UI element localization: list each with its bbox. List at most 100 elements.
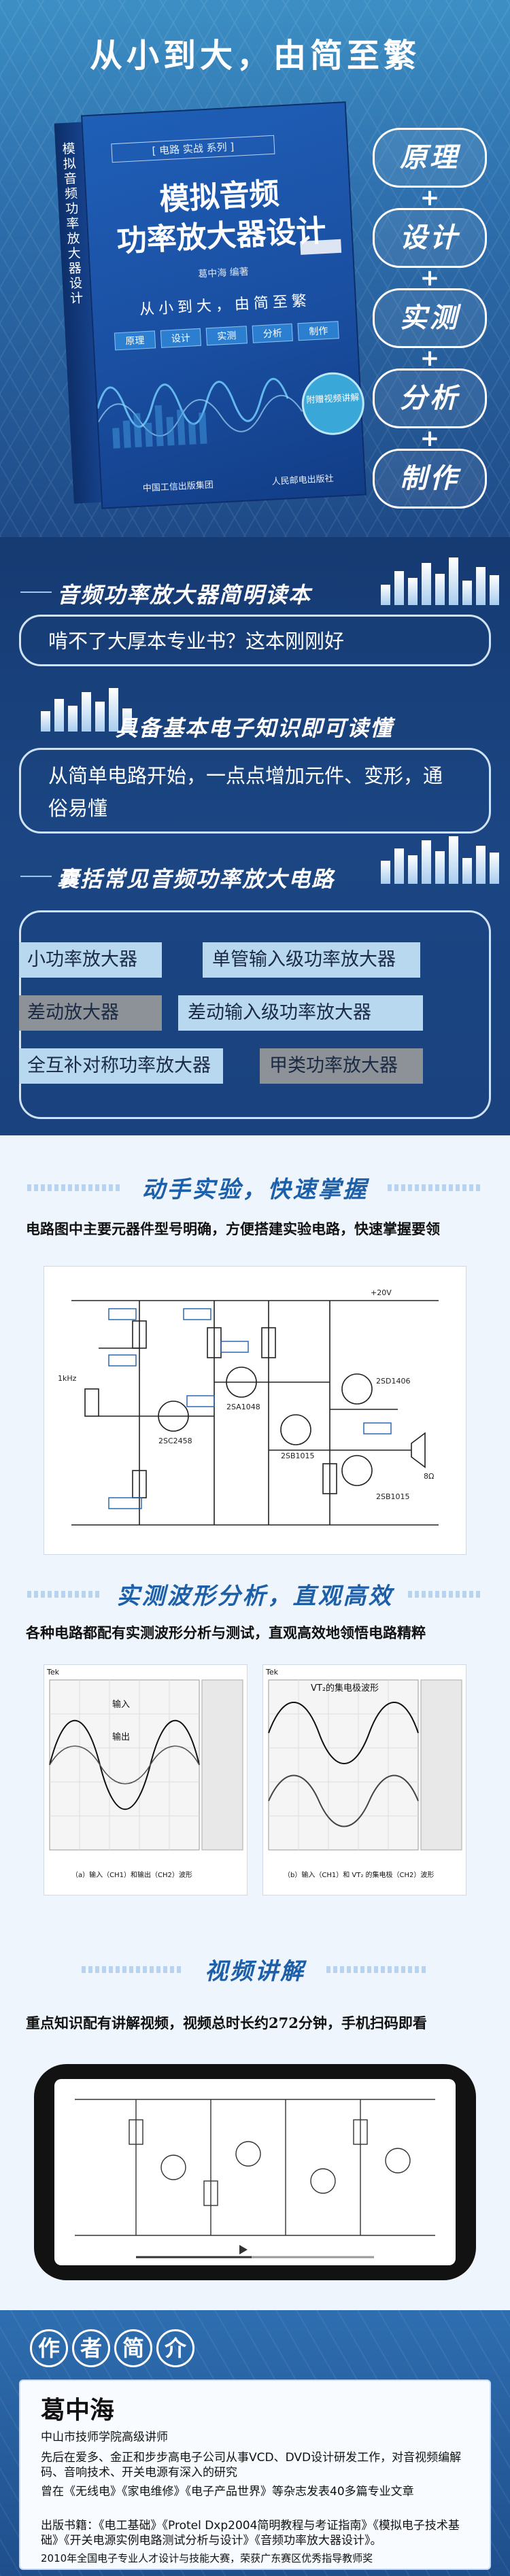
book-cover-image: 模拟音频功率放大器设计 [ 电路 实战 系列 ] 模拟音频 功率放大器设计 葛中… <box>54 101 367 511</box>
svg-text:+20V: +20V <box>371 1288 392 1297</box>
divider <box>408 1591 483 1598</box>
circuit-type: 甲类功率放大器 <box>260 1048 423 1084</box>
publisher-name: 人民邮电出版社 <box>271 473 334 487</box>
section-heading: 动手实验，快速掌握 <box>141 1176 369 1203</box>
title-char: 介 <box>156 2329 194 2367</box>
book-chip: 分析 <box>252 323 294 343</box>
feature1-text: 啃不了大厚本专业书？这本刚刚好 <box>48 630 345 653</box>
svg-text:（b）输入（CH1）和 VT₂ 的集电极（CH2）波形: （b）输入（CH1）和 VT₂ 的集电极（CH2）波形 <box>284 1870 434 1879</box>
book-chip: 设计 <box>160 328 202 348</box>
waveform-a: Tek （a）输入（CH1）和输出（CH2）波形 输入 输出 <box>46 1668 243 1879</box>
book-chip: 制作 <box>297 321 339 341</box>
circuit-row: 小功率放大器 单管输入级功率放大器 <box>19 942 420 978</box>
circuit-type: 差动放大器 <box>19 995 162 1031</box>
hero-section: 从小到大，由简至繁 模拟音频功率放大器设计 [ 电路 实战 系列 ] 模拟音频 … <box>0 0 510 537</box>
svg-text:8Ω: 8Ω <box>424 1472 434 1481</box>
svg-text:2SA1048: 2SA1048 <box>226 1403 260 1411</box>
book-front: [ 电路 实战 系列 ] 模拟音频 功率放大器设计 葛中海 编著 从小到大，由简… <box>81 101 367 509</box>
title-char: 作 <box>30 2329 68 2367</box>
feature3-heading: 囊括常见音频功率放大电路 <box>57 866 335 892</box>
plus-icon: + <box>420 184 440 211</box>
circuit-diagram-image: +20V 2SC2458 2SA1048 2SB1015 2SD1406 2SB… <box>44 1266 466 1555</box>
svg-text:Tek: Tek <box>46 1668 60 1677</box>
circuit-type: 全互补对称功率放大器 <box>19 1048 223 1084</box>
svg-text:VT₂的集电极波形: VT₂的集电极波形 <box>311 1683 379 1694</box>
divider <box>20 876 52 877</box>
divider <box>326 1966 428 1973</box>
divider <box>82 1966 184 1973</box>
author-books: 出版书籍：《电工基础》《Protel Dxp2004简明教程与考证指南》《模拟电… <box>41 2519 460 2547</box>
step-analyze: 分析 <box>373 368 487 428</box>
svg-text:2SC2458: 2SC2458 <box>158 1437 192 1445</box>
divider <box>388 1184 483 1191</box>
step-principle: 原理 <box>373 128 487 188</box>
circuit-row: 差动放大器 差动输入级功率放大器 <box>19 995 423 1031</box>
section-heading: 视频讲解 <box>205 1958 305 1985</box>
divider <box>27 1184 122 1191</box>
hero-title: 从小到大，由简至繁 <box>89 37 420 75</box>
book-chips: 原理 设计 实测 分析 制作 <box>114 321 339 351</box>
divider <box>27 1591 102 1598</box>
circuit-list-box: 小功率放大器 单管输入级功率放大器 差动放大器 差动输入级功率放大器 全互补对称… <box>19 910 491 1119</box>
waveform-b: Tek （b）输入（CH1）和 VT₂ 的集电极（CH2）波形 VT₂的集电极波… <box>265 1668 462 1879</box>
circuit-schematic: +20V 2SC2458 2SA1048 2SB1015 2SD1406 2SB… <box>58 1288 439 1526</box>
svg-text:2SD1406: 2SD1406 <box>376 1377 410 1386</box>
circuit-type: 单管输入级功率放大器 <box>203 942 420 978</box>
book-slogan: 从小到大，由简至繁 <box>139 292 311 319</box>
author-name: 葛中海 <box>41 2396 115 2424</box>
author-section: 作 者 简 介 葛中海 中山市技师学院高级讲师 先后在爱多、金正和步步高电子公司… <box>0 2310 510 2576</box>
book-author: 葛中海 编著 <box>197 266 250 280</box>
circuit-type: 差动输入级功率放大器 <box>178 995 423 1031</box>
publisher-group: 中国工信出版集团 <box>142 480 214 494</box>
book-chip: 实测 <box>205 326 248 346</box>
author-bio: 曾在《无线电》《家电维修》《电子产品世界》等杂志发表40多篇专业文章 <box>41 2485 414 2498</box>
author-card: 葛中海 中山市技师学院高级讲师 先后在爱多、金正和步步高电子公司从事VCD、DV… <box>19 2380 491 2570</box>
title-char: 者 <box>72 2329 110 2367</box>
svg-text:1kHz: 1kHz <box>58 1374 77 1383</box>
svg-text:（a）输入（CH1）和输出（CH2）波形: （a）输入（CH1）和输出（CH2）波形 <box>71 1870 192 1879</box>
title-char: 简 <box>114 2329 152 2367</box>
author-award: 2010年全国电子专业人才设计与技能大赛，荣获广东赛区优秀指导教师奖 <box>41 2552 373 2564</box>
spine-title: 模拟音频功率放大器设计 <box>60 141 84 307</box>
section-description: 电路图中主要元器件型号明确，方便搭建实验电路，快速掌握要领 <box>26 1220 440 1237</box>
step-build: 制作 <box>373 449 487 509</box>
author-bio: 先后在爱多、金正和步步高电子公司从事VCD、DVD设计研发工作，对音视频编解码、… <box>41 2451 462 2479</box>
feature1-box: 啃不了大厚本专业书？这本刚刚好 <box>19 615 491 666</box>
feature2-box: 从简单电路开始，一点点增加元件、变形，通俗易懂 <box>19 748 491 834</box>
equalizer-icon <box>381 836 499 884</box>
details-section: 动手实验，快速掌握 电路图中主要元器件型号明确，方便搭建实验电路，快速掌握要领 <box>0 1135 510 2310</box>
equalizer-icon <box>381 557 499 605</box>
svg-text:2SB1015: 2SB1015 <box>281 1452 315 1460</box>
section-description: 各种电路都配有实测波形分析与测试，直观高效地领悟电路精粹 <box>26 1624 426 1641</box>
feature2-heading: 具备基本电子知识即可读懂 <box>116 715 394 741</box>
process-steps: 原理 + 设计 + 实测 + 分析 + 制作 <box>373 128 495 509</box>
author-intro-title: 作 者 简 介 <box>30 2329 194 2367</box>
series-label: [ 电路 实战 系列 ] <box>111 135 275 163</box>
circuit-row: 全互补对称功率放大器 甲类功率放大器 <box>19 1048 423 1084</box>
oscilloscope-screen-a: Tek （a）输入（CH1）和输出（CH2）波形 输入 输出 <box>44 1664 248 1895</box>
step-design: 设计 <box>373 208 487 268</box>
oscilloscope-screen-b: Tek （b）输入（CH1）和 VT₂ 的集电极（CH2）波形 VT₂的集电极波… <box>262 1664 466 1895</box>
feature2-text: 从简单电路开始，一点点增加元件、变形，通俗易懂 <box>48 764 443 820</box>
circuit-type: 小功率放大器 <box>19 942 162 978</box>
cover-waveform-graphic <box>97 377 303 449</box>
video-frame-schematic <box>75 2099 435 2259</box>
divider <box>20 591 52 593</box>
plus-icon: + <box>420 345 440 372</box>
plus-icon: + <box>420 264 440 292</box>
features-section: 音频功率放大器简明读本 啃不了大厚本专业书？这本刚刚好 具备基本电子知识即可读懂… <box>0 537 510 1135</box>
phone-screen <box>54 2079 456 2265</box>
svg-text:2SB1015: 2SB1015 <box>376 1492 410 1501</box>
author-title: 中山市技师学院高级讲师 <box>41 2431 168 2444</box>
section-heading: 实测波形分析，直观高效 <box>116 1583 394 1610</box>
feature1-heading: 音频功率放大器简明读本 <box>57 582 312 608</box>
section-description: 重点知识配有讲解视频，视频总时长约272分钟，手机扫码即看 <box>26 2014 427 2031</box>
plus-icon: + <box>420 425 440 452</box>
oscilloscope-images: Tek （a）输入（CH1）和输出（CH2）波形 输入 输出 <box>44 1664 466 1895</box>
phone-video-image <box>34 2064 476 2280</box>
svg-text:输出: 输出 <box>112 1732 130 1742</box>
book-chip: 原理 <box>114 330 156 351</box>
book-title: 模拟音频 功率放大器设计 <box>86 171 355 263</box>
svg-text:Tek: Tek <box>265 1668 279 1677</box>
